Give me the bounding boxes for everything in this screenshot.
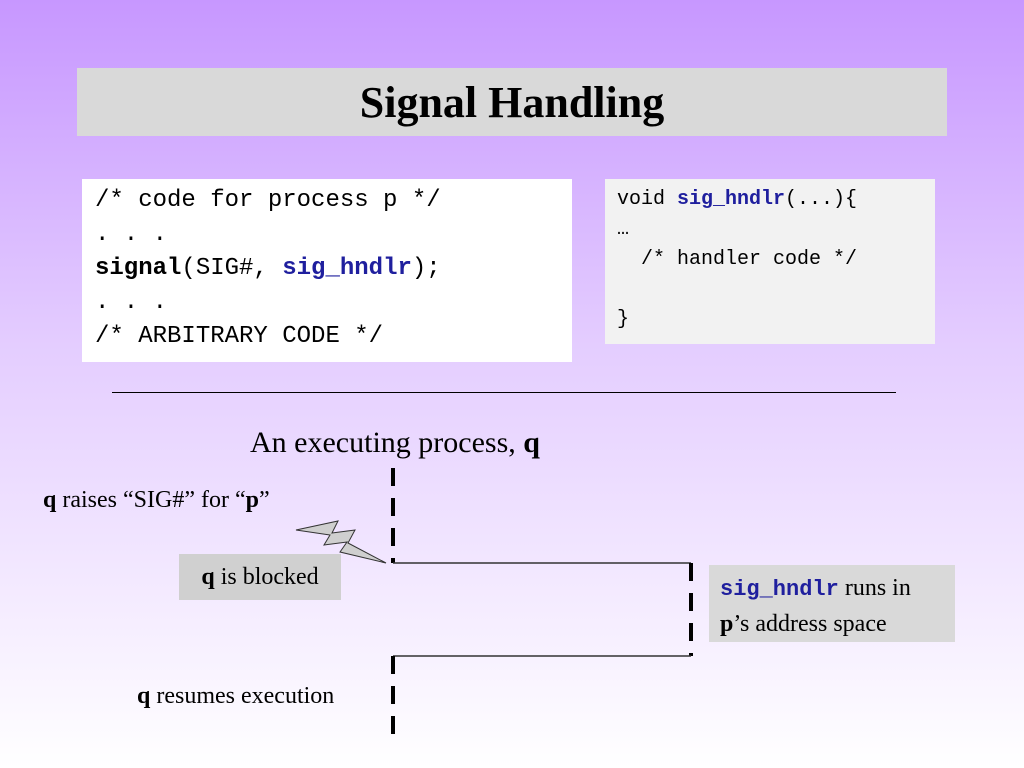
handler-name: sig_hndlr (282, 255, 412, 282)
handler-runs-box: sig_hndlr runs in p’s address space (709, 565, 955, 642)
signal-args-open: (SIG#, (181, 255, 283, 282)
resumes-text: resumes execution (150, 683, 335, 709)
void-keyword: void (617, 188, 678, 211)
code-ellipsis: . . . (95, 221, 168, 248)
resumes-q: q (137, 683, 151, 709)
lightning-bolt-icon (295, 520, 387, 564)
signal-args-close: ); (411, 255, 441, 282)
process-p-code-box: /* code for process p */ . . . signal(SI… (82, 179, 572, 362)
code-comment: /* handler code */ (617, 248, 858, 271)
handler-name: sig_hndlr (677, 188, 786, 211)
signal-keyword: signal (95, 255, 182, 282)
exec-text: An executing process, (250, 426, 524, 459)
slide-title: Signal Handling (359, 77, 665, 127)
executing-process-label: An executing process, q (250, 426, 540, 460)
raises-signal-label: q raises “SIG#” for “p” (43, 487, 270, 514)
handler-code-box: void sig_hndlr(...){ … /* handler code *… (605, 179, 935, 344)
raises-end: ” (258, 487, 270, 513)
handler-name: sig_hndlr (720, 577, 839, 602)
title-banner: Signal Handling (77, 68, 947, 136)
blocked-q: q (201, 563, 215, 590)
handler-p: p (720, 611, 734, 637)
handler-runs-text: runs in (838, 575, 911, 601)
code-ellipsis: . . . (95, 289, 168, 316)
code-ellipsis: … (617, 218, 630, 241)
closing-brace: } (617, 308, 630, 331)
raises-q: q (43, 487, 57, 513)
q-blocked-box: q is blocked (179, 554, 341, 600)
code-comment: /* ARBITRARY CODE */ (95, 323, 384, 350)
handler-params: (...){ (785, 188, 858, 211)
blocked-text: is blocked (214, 563, 319, 590)
raises-p: p (245, 487, 259, 513)
q-resumes-label: q resumes execution (137, 683, 334, 710)
exec-q: q (523, 426, 540, 459)
code-comment: /* code for process p */ (95, 187, 441, 214)
divider-line (112, 392, 896, 393)
raises-text: raises “SIG#” for “ (56, 487, 246, 513)
handler-address-text: ’s address space (733, 611, 887, 637)
